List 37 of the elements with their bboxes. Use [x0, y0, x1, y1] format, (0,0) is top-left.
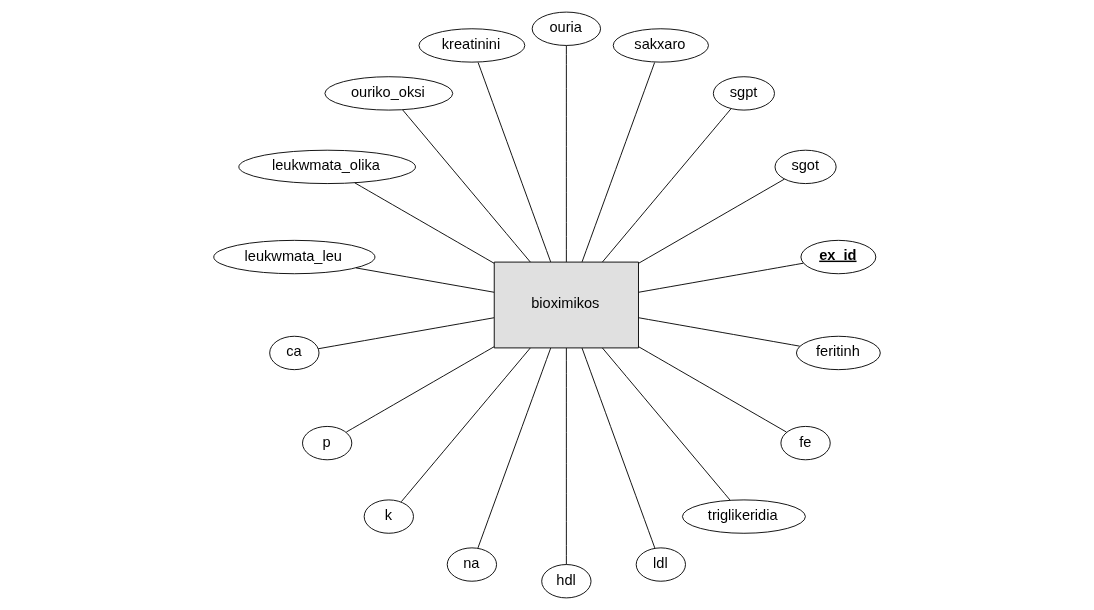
node-ellipse: ca	[269, 335, 320, 371]
connector	[638, 178, 785, 264]
connector	[581, 62, 656, 263]
connector	[581, 347, 656, 549]
connector	[355, 267, 495, 293]
node-ellipse: hdl	[541, 564, 592, 599]
node-ellipse: ouriko_oksi	[324, 76, 454, 111]
connector	[638, 346, 787, 433]
connector	[602, 108, 732, 263]
connector	[317, 317, 495, 350]
node-ellipse: leukwmata_leu	[213, 239, 376, 275]
node-ellipse: sakxaro	[612, 28, 709, 63]
connector	[402, 109, 531, 263]
connector	[354, 182, 495, 264]
node-ellipse: ex_id	[800, 239, 877, 275]
connector	[601, 347, 731, 501]
node-ellipse: ouria	[531, 11, 601, 46]
connector	[565, 347, 567, 565]
connector	[638, 317, 801, 347]
node-ellipse: k	[363, 499, 414, 534]
connector	[638, 262, 804, 293]
node-ellipse: feritinh	[796, 335, 881, 371]
node-ellipse: ldl	[635, 547, 686, 582]
connector	[400, 347, 531, 503]
node-ellipse: sgpt	[712, 76, 775, 111]
connector	[565, 45, 567, 263]
node-ellipse: p	[302, 425, 353, 461]
node-ellipse: sgot	[774, 149, 837, 185]
connector	[477, 347, 552, 549]
node-ellipse: leukwmata_olika	[238, 149, 416, 185]
node-ellipse: kreatinini	[418, 28, 526, 63]
node-ellipse: triglikeridia	[681, 499, 806, 534]
node-ellipse: fe	[780, 425, 831, 461]
connector	[477, 62, 552, 263]
node-box: bioximikos	[493, 261, 639, 349]
node-ellipse: na	[446, 547, 497, 582]
connector	[345, 346, 495, 433]
